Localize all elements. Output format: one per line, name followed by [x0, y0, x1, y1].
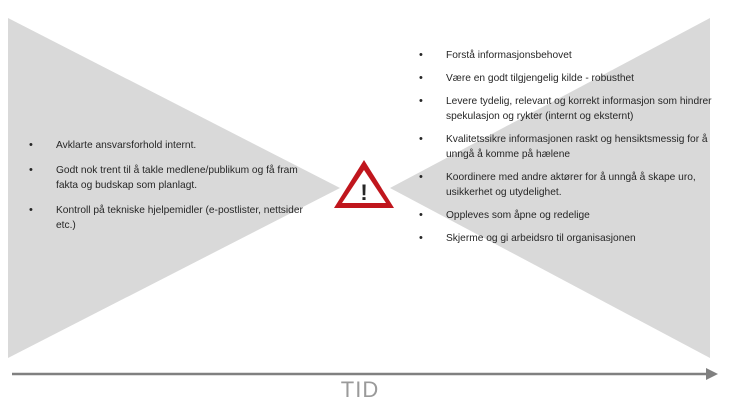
- right-bullet-list: Forstå informasjonsbehovet Være en godt …: [416, 48, 721, 254]
- arrow-right-icon: [706, 368, 718, 380]
- list-item: Kvalitetssikre informasjonen raskt og he…: [416, 132, 721, 162]
- list-item: Skjerme og gi arbeidsro til organisasjon…: [416, 231, 721, 246]
- list-item: Kontroll på tekniske hjelpemidler (e-pos…: [26, 203, 316, 233]
- left-bullet-list: Avklarte ansvarsforhold internt. Godt no…: [26, 138, 316, 243]
- warning-triangle-icon: !: [334, 160, 394, 208]
- axis-label: TID: [340, 377, 380, 402]
- warning-symbol: !: [360, 180, 367, 205]
- list-item: Levere tydelig, relevant og korrekt info…: [416, 94, 721, 124]
- list-item: Koordinere med andre aktører for å unngå…: [416, 170, 721, 200]
- list-item: Godt nok trent til å takle medlene/publi…: [26, 163, 316, 193]
- list-item: Avklarte ansvarsforhold internt.: [26, 138, 316, 153]
- list-item: Forstå informasjonsbehovet: [416, 48, 721, 63]
- list-item: Oppleves som åpne og redelige: [416, 208, 721, 223]
- list-item: Være en godt tilgjengelig kilde - robust…: [416, 71, 721, 86]
- time-axis: [12, 368, 718, 380]
